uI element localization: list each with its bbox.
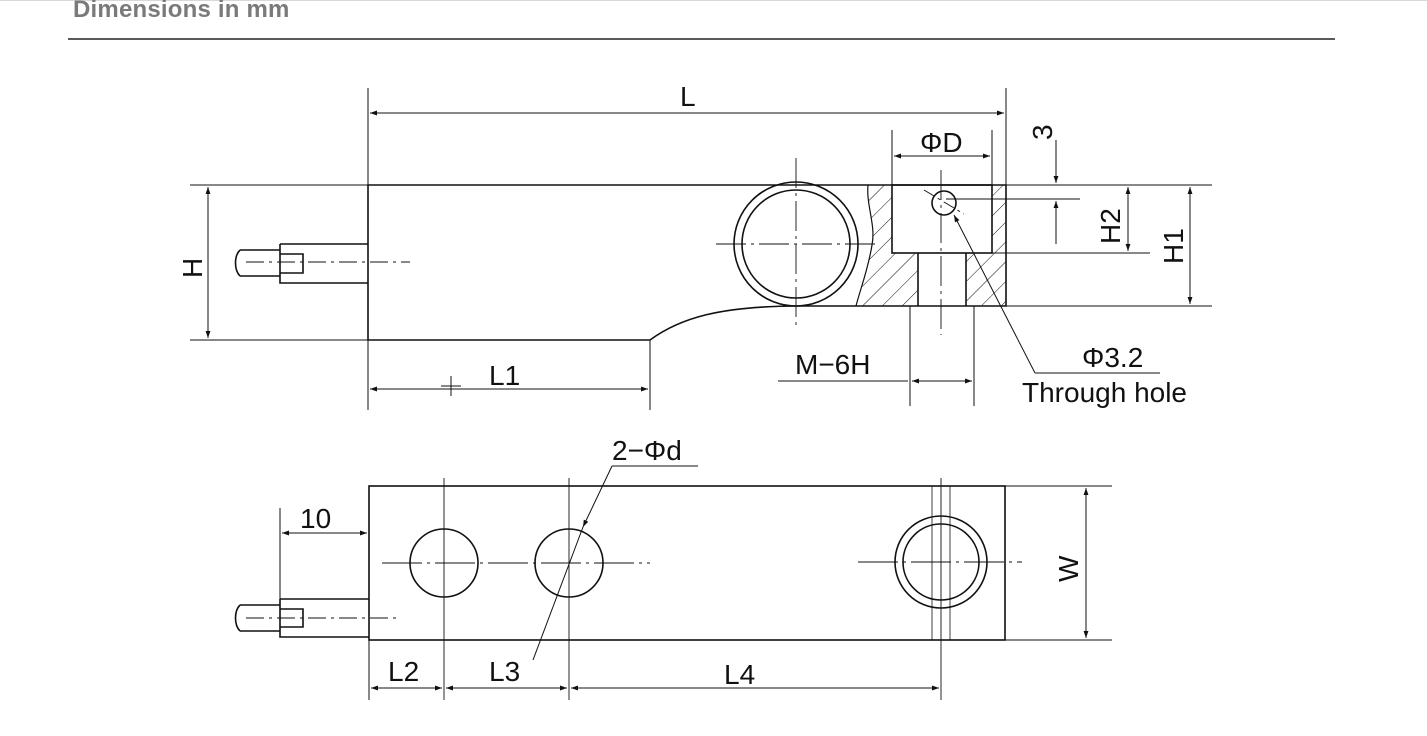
label-H2: H2 [1095, 208, 1126, 244]
label-L2: L2 [388, 656, 419, 687]
label-L3: L3 [489, 656, 520, 687]
plan-view-body-outline [368, 485, 1006, 641]
page-title: Dimensions in mm [73, 0, 290, 23]
label-2-phi-d: 2−Φd [612, 435, 682, 466]
label-L4: L4 [724, 659, 755, 690]
cable-plan [234, 604, 280, 632]
side-view-centerlines [246, 158, 965, 335]
top-border [0, 0, 1427, 1]
side-view-dimensions [190, 88, 1212, 410]
label-through-hole: Through hole [1022, 377, 1187, 408]
side-view [234, 181, 1007, 341]
section-hatch-left [856, 185, 918, 306]
label-H1: H1 [1158, 228, 1189, 264]
label-L: L [680, 81, 696, 112]
counterbore [891, 184, 993, 254]
plan-view-centerlines [246, 478, 1022, 700]
dimension-labels: L ΦD 3 H2 H1 H L1 M−6H Φ3.2 Through hole… [177, 81, 1189, 690]
label-phi-3-2: Φ3.2 [1082, 342, 1143, 373]
label-10: 10 [300, 503, 331, 534]
section-hatch-right [966, 185, 1006, 306]
title-underline [68, 38, 1335, 40]
label-H: H [177, 258, 208, 278]
label-phi-D: ΦD [920, 127, 963, 158]
through-hole [931, 190, 957, 216]
label-M6H: M−6H [795, 349, 870, 380]
label-3: 3 [1027, 124, 1058, 140]
label-L1: L1 [489, 360, 520, 391]
plan-view-dimensions [279, 465, 1112, 700]
cable [234, 249, 280, 277]
cable-gland [279, 243, 368, 284]
label-W: W [1053, 555, 1084, 582]
section-break-line [855, 184, 874, 307]
